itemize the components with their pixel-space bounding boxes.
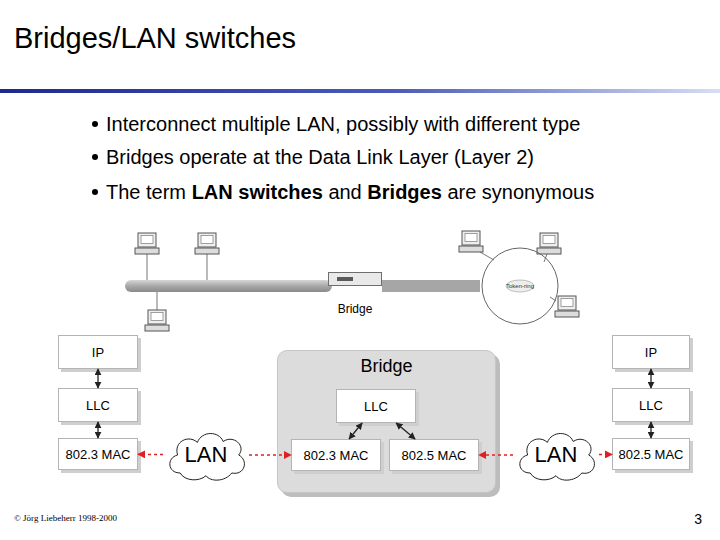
layer-arrow [349,423,362,439]
node-text: LAN [163,428,249,482]
node-text: LAN [513,428,599,482]
bullet-item: The term LAN switchesand Bridges are synony… [92,181,594,204]
protocol-layer-box: 802.3 MAC [58,438,138,470]
layer-arrow [650,369,651,388]
node-text: 802.5 MAC [618,447,683,462]
bullet-text: LAN switches [192,181,323,203]
frame-path-arrow [138,454,163,456]
node-text: LLC [86,398,110,413]
protocol-layer-box: IP [58,335,138,369]
computer-icons [135,231,579,331]
node-text: Bridge [318,302,392,316]
bridge-device-slot [337,277,353,281]
protocol-layer-box: IP [612,335,690,369]
node-text: IP [92,345,104,360]
protocol-layer-box: 802.3 MAC [291,439,381,471]
layer-arrow [396,423,415,439]
node-text: Token-ring [480,246,560,326]
bullet-item: Interconnect multiple LAN, possibly with… [92,113,580,136]
lan-cloud: LAN [163,428,249,482]
protocol-layer-box: 802.5 MAC [612,438,690,470]
bullet-dot [92,189,98,195]
bullet-item: Bridges operate at the Data Link Layer (… [92,146,534,169]
bullet-text: and [328,181,361,203]
bridge-device-icon [328,272,382,286]
frame-path-arrow [249,454,291,456]
copyright-note: © Jörg Liebeherr 1998-2000 [14,513,117,523]
token-ring: Token-ring [480,246,560,326]
node-text: IP [645,345,657,360]
slide-title: Bridges/LAN switches [14,22,296,55]
bullet-text: are synonymous [447,181,594,203]
bridge-group: BridgeLLC 802.3 MAC 802.5 MAC [277,350,496,493]
bullet-dot [92,154,98,160]
bullet-text: Bridges [367,181,441,203]
lan-cloud: LAN [513,428,599,482]
layer-arrow [650,422,651,438]
node-text: 802.3 MAC [303,448,368,463]
title-rule [0,89,720,93]
node-text: 802.3 MAC [65,447,130,462]
protocol-layer-box: LLC [336,389,416,423]
protocol-layer-box: 802.5 MAC [389,439,479,471]
frame-path-arrow [479,454,513,456]
layer-arrow [97,369,98,388]
node-text: LLC [639,398,663,413]
protocol-layer-box: LLC [58,388,138,422]
page-number: 3 [694,511,702,527]
bus-cable [382,280,480,292]
node-text: LLC [364,399,388,414]
frame-path-arrow [599,454,612,456]
node-text: 802.5 MAC [401,448,466,463]
bullet-text: The term [106,181,186,203]
bullet-dot [92,121,98,127]
node-text: Bridge [278,356,495,377]
layer-arrow [97,422,98,438]
bridge-device: Bridge [328,258,382,314]
protocol-layer-box: LLC [612,388,690,422]
bus-cable [125,280,332,292]
bullet-text: Interconnect multiple LAN, possibly with… [106,113,580,135]
bullet-text: Bridges operate at the Data Link Layer (… [106,146,534,168]
